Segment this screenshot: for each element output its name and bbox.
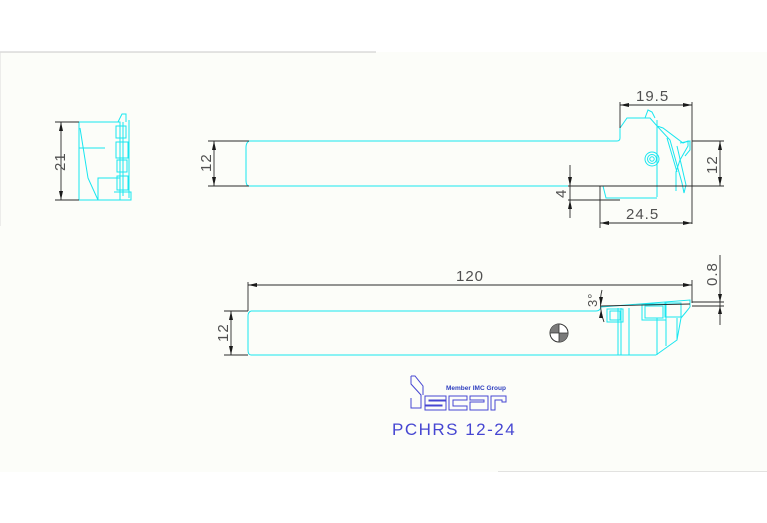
- dim-angle: 3°: [585, 293, 600, 307]
- part-number-title: PCHRS 12-24: [392, 420, 516, 439]
- brand-logo: Member IMC Group: [410, 375, 507, 411]
- top-view: 12 19.5 12 4 24.5: [198, 88, 724, 228]
- side-view: 120 12 0.8 3°: [215, 255, 724, 356]
- dim-side-shank-height: 12: [215, 323, 232, 342]
- dim-head-width: 19.5: [636, 88, 669, 105]
- dim-offset: 4: [553, 189, 570, 198]
- dim-end-height: 21: [52, 152, 69, 171]
- dim-head-length: 24.5: [626, 206, 659, 223]
- center-of-gravity-icon: [549, 323, 569, 343]
- dim-overall-length: 120: [456, 268, 484, 285]
- dim-head-height: 12: [704, 155, 721, 174]
- brand-tagline: Member IMC Group: [446, 385, 506, 392]
- end-view: 21: [52, 113, 132, 201]
- dim-step: 0.8: [704, 262, 721, 286]
- dim-top-shank-height: 12: [198, 153, 215, 172]
